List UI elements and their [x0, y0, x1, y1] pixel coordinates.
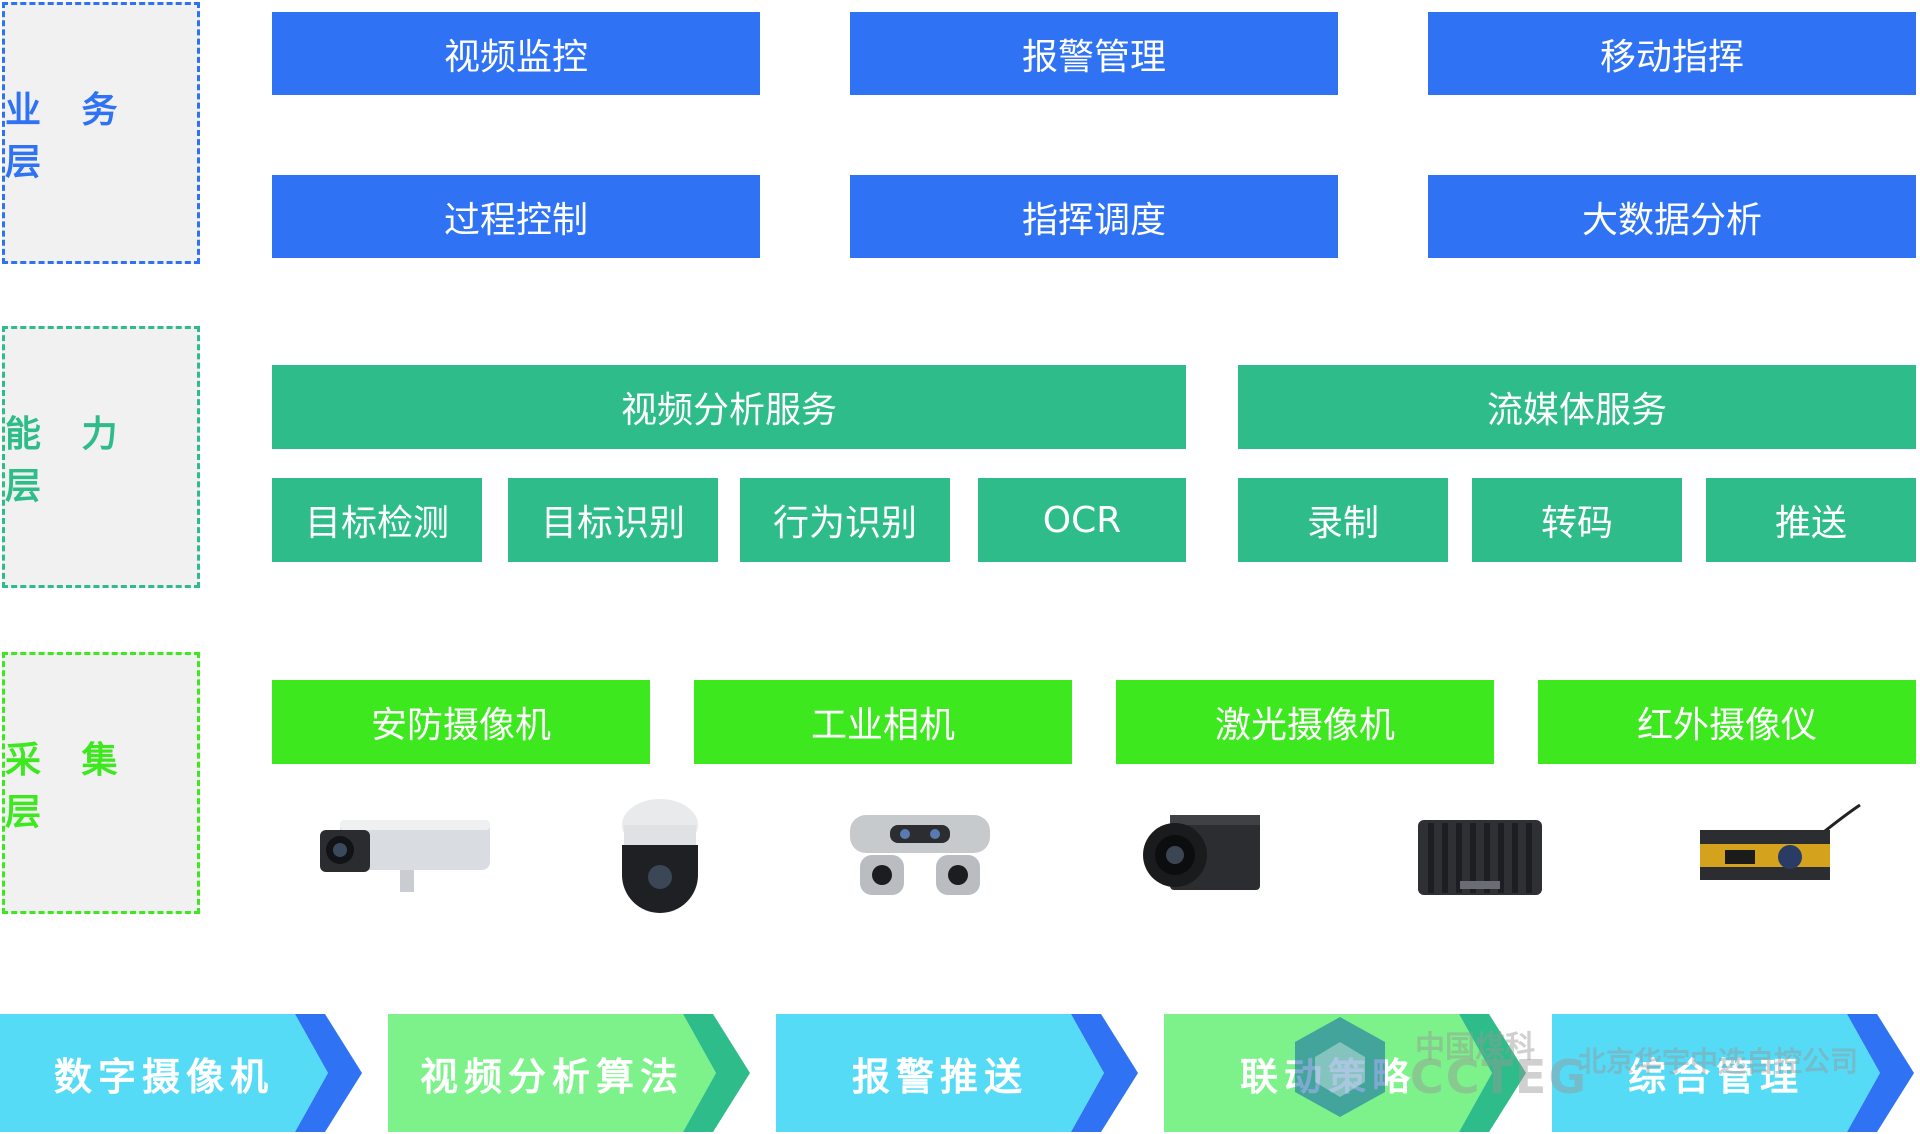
watermark-company: 北京华宇中选自控公司 — [1578, 1045, 1859, 1078]
dome-camera-icon — [560, 790, 760, 920]
capability-item-target-detection: 目标检测 — [272, 478, 482, 562]
collection-item-industrial-camera: 工业相机 — [694, 680, 1072, 764]
collection-item-laser-camera: 激光摄像机 — [1116, 680, 1494, 764]
collection-item-security-camera: 安防摄像机 — [272, 680, 650, 764]
streaming-service-box: 流媒体服务 — [1238, 365, 1916, 449]
capability-item-behavior-recognition: 行为识别 — [740, 478, 950, 562]
bullet-camera-icon — [310, 790, 510, 920]
watermark-logo-icon — [1285, 1012, 1395, 1122]
video-analysis-service-box: 视频分析服务 — [272, 365, 1186, 449]
flow-step-label: 数字摄像机 — [53, 1054, 274, 1099]
flow-step-label: 综合管理 — [1627, 1054, 1804, 1099]
watermark-cn: 中国煤科 — [1415, 1030, 1535, 1065]
laser-camera-icon — [1380, 790, 1580, 920]
capability-item-target-recognition: 目标识别 — [508, 478, 718, 562]
business-box-process-control: 过程控制 — [272, 175, 760, 258]
flow-step-label: 报警推送 — [851, 1054, 1028, 1099]
business-box-alarm-management: 报警管理 — [850, 12, 1338, 95]
flow-step-alarm-push: 报警推送 — [776, 1014, 1144, 1132]
infrared-camera-icon — [1670, 790, 1870, 920]
business-box-video-monitoring: 视频监控 — [272, 12, 760, 95]
collection-item-infrared-camera: 红外摄像仪 — [1538, 680, 1916, 764]
business-box-dispatch: 指挥调度 — [850, 175, 1338, 258]
capability-item-transcode: 转码 — [1472, 478, 1682, 562]
business-layer-label: 业 务 层 — [2, 2, 200, 264]
industrial-camera-icon — [1100, 790, 1300, 920]
capability-item-record: 录制 — [1238, 478, 1448, 562]
flow-step-integrated-management: 综合管理 — [1552, 1014, 1920, 1132]
multi-lens-camera-icon — [820, 790, 1020, 920]
business-box-big-data: 大数据分析 — [1428, 175, 1916, 258]
collection-layer-label: 采 集 层 — [2, 652, 200, 914]
capability-layer-label: 能 力 层 — [2, 326, 200, 588]
watermark-en: CCTEG — [1410, 1050, 1589, 1104]
business-box-mobile-command: 移动指挥 — [1428, 12, 1916, 95]
flow-step-video-algorithm: 视频分析算法 — [388, 1014, 756, 1132]
capability-item-ocr: OCR — [978, 478, 1186, 562]
flow-step-digital-camera: 数字摄像机 — [0, 1014, 368, 1132]
capability-item-push: 推送 — [1706, 478, 1916, 562]
flow-step-label: 视频分析算法 — [419, 1054, 684, 1099]
